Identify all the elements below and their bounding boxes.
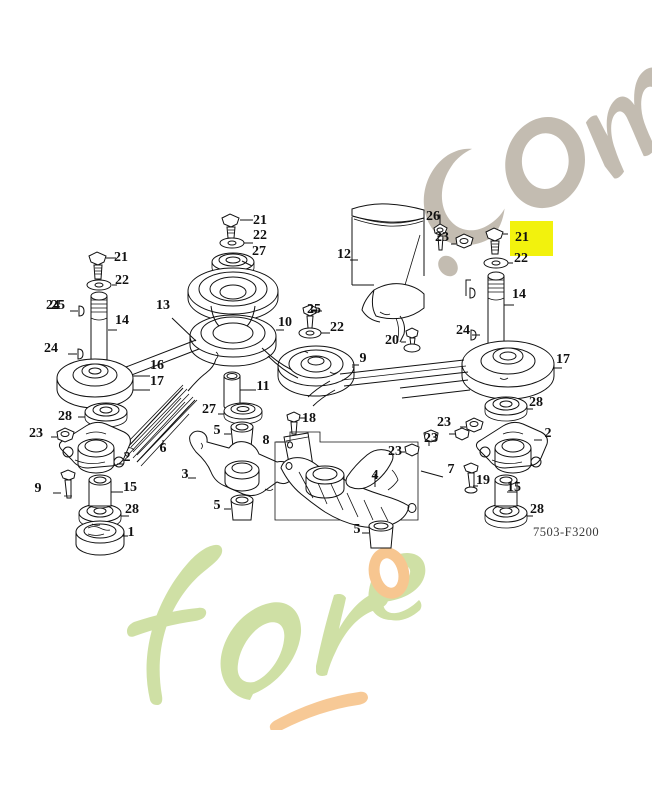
part-22-washer-center	[298, 327, 330, 339]
assembly-left-pivot-shaft	[68, 251, 117, 373]
callout-28: 28	[58, 409, 72, 424]
part-18-screw	[286, 411, 305, 435]
part-2-left-bracket	[58, 421, 131, 474]
part-5-bushing-lower	[224, 494, 254, 521]
callout-12: 12	[337, 247, 351, 262]
callout-25: 25	[51, 298, 65, 313]
part-6-tension-spring	[124, 351, 219, 467]
callout-14: 14	[115, 313, 129, 328]
part-15-right-collar	[494, 474, 518, 509]
part-12-belt-cover	[350, 203, 425, 343]
callout-4: 4	[372, 468, 379, 483]
callout-24: 24	[46, 298, 60, 313]
part-9-left-bolt	[53, 469, 76, 499]
part-22-right	[483, 257, 509, 269]
callout-15: 15	[123, 480, 137, 495]
part-17-right-pulley	[461, 340, 562, 400]
callout-20: 20	[385, 333, 399, 348]
part-24-right-upper	[469, 287, 476, 299]
callout-2: 2	[545, 426, 552, 441]
part-28-upper-right	[484, 396, 533, 422]
callout-22: 22	[253, 228, 267, 243]
part-9-center-pulley	[277, 345, 359, 397]
belt-right-run	[261, 347, 471, 407]
callout-23: 23	[388, 444, 402, 459]
part-23-right-nut	[460, 417, 484, 433]
callout-27: 27	[202, 402, 216, 417]
part-20-shoulder-bolt	[401, 327, 421, 353]
callout-15: 15	[507, 480, 521, 495]
part-10-double-pulley	[187, 267, 284, 367]
callout-21: 21	[114, 250, 128, 265]
callout-13: 13	[156, 298, 170, 313]
callout-28: 28	[125, 502, 139, 517]
callout-5: 5	[214, 498, 221, 513]
callout-28: 28	[530, 502, 544, 517]
callout-27: 27	[252, 244, 266, 259]
callout-16: 16	[150, 358, 164, 373]
callout-8: 8	[263, 433, 270, 448]
part-1-pulley-cap	[75, 520, 128, 556]
callout-7: 7	[448, 462, 455, 477]
assembly-top-center-bearing	[211, 213, 255, 278]
callout-9: 9	[360, 351, 367, 366]
part-16-17-idler-pulley	[56, 358, 150, 409]
callout-19: 19	[476, 473, 490, 488]
assembly-deck-support	[274, 427, 470, 549]
callout-21: 21	[515, 230, 529, 245]
part-26-stud-bolt	[404, 214, 448, 286]
part-5-bushing-upper	[224, 421, 254, 448]
part-19-flange-bolt	[463, 462, 479, 494]
callout-24: 24	[456, 323, 470, 338]
callout-22: 22	[115, 273, 129, 288]
part-5-bushing-bottom	[362, 520, 394, 549]
part-2-right-bracket	[475, 421, 548, 474]
callout-28: 28	[529, 395, 543, 410]
part-22-left	[86, 279, 112, 291]
callout-25: 25	[307, 302, 321, 317]
callout-23: 23	[424, 431, 438, 446]
part-15-left-collar	[88, 474, 123, 509]
part-21-right	[485, 227, 504, 255]
part-23-nut-top	[451, 233, 474, 249]
part-14-right	[487, 271, 505, 349]
callout-24: 24	[44, 341, 58, 356]
callout-3: 3	[182, 467, 189, 482]
callout-5: 5	[354, 522, 361, 537]
callout-6: 6	[160, 441, 167, 456]
assembly-right-pivot-shaft	[465, 227, 514, 349]
part-28-lower-right	[484, 503, 533, 529]
drawing-code: 7503-F3200	[533, 525, 599, 539]
callout-17: 17	[556, 352, 570, 367]
callout-22: 22	[514, 251, 528, 266]
part-23-left-nut	[51, 427, 75, 443]
callout-23: 23	[437, 415, 451, 430]
part-24-left-upper	[78, 305, 85, 317]
callout-23: 23	[29, 426, 43, 441]
part-24-left-lower	[77, 348, 84, 360]
callout-5: 5	[214, 423, 221, 438]
part-3-tension-lever	[188, 430, 295, 497]
highlight-box-21	[510, 221, 553, 256]
part-27-lower-bearing	[218, 402, 263, 425]
callout-23: 23	[435, 230, 449, 245]
callout-10: 10	[278, 315, 292, 330]
callout-14: 14	[512, 287, 526, 302]
callout-21: 21	[253, 213, 267, 228]
callout-26: 26	[426, 209, 440, 224]
callout-22: 22	[330, 320, 344, 335]
callout-2: 2	[124, 450, 131, 465]
callout-17: 17	[150, 374, 164, 389]
callout-11: 11	[256, 379, 269, 394]
part-21-left	[88, 251, 107, 280]
part-23-nuts	[400, 427, 470, 457]
callout-18: 18	[302, 411, 316, 426]
callout-9: 9	[35, 481, 42, 496]
callout-1: 1	[128, 525, 135, 540]
